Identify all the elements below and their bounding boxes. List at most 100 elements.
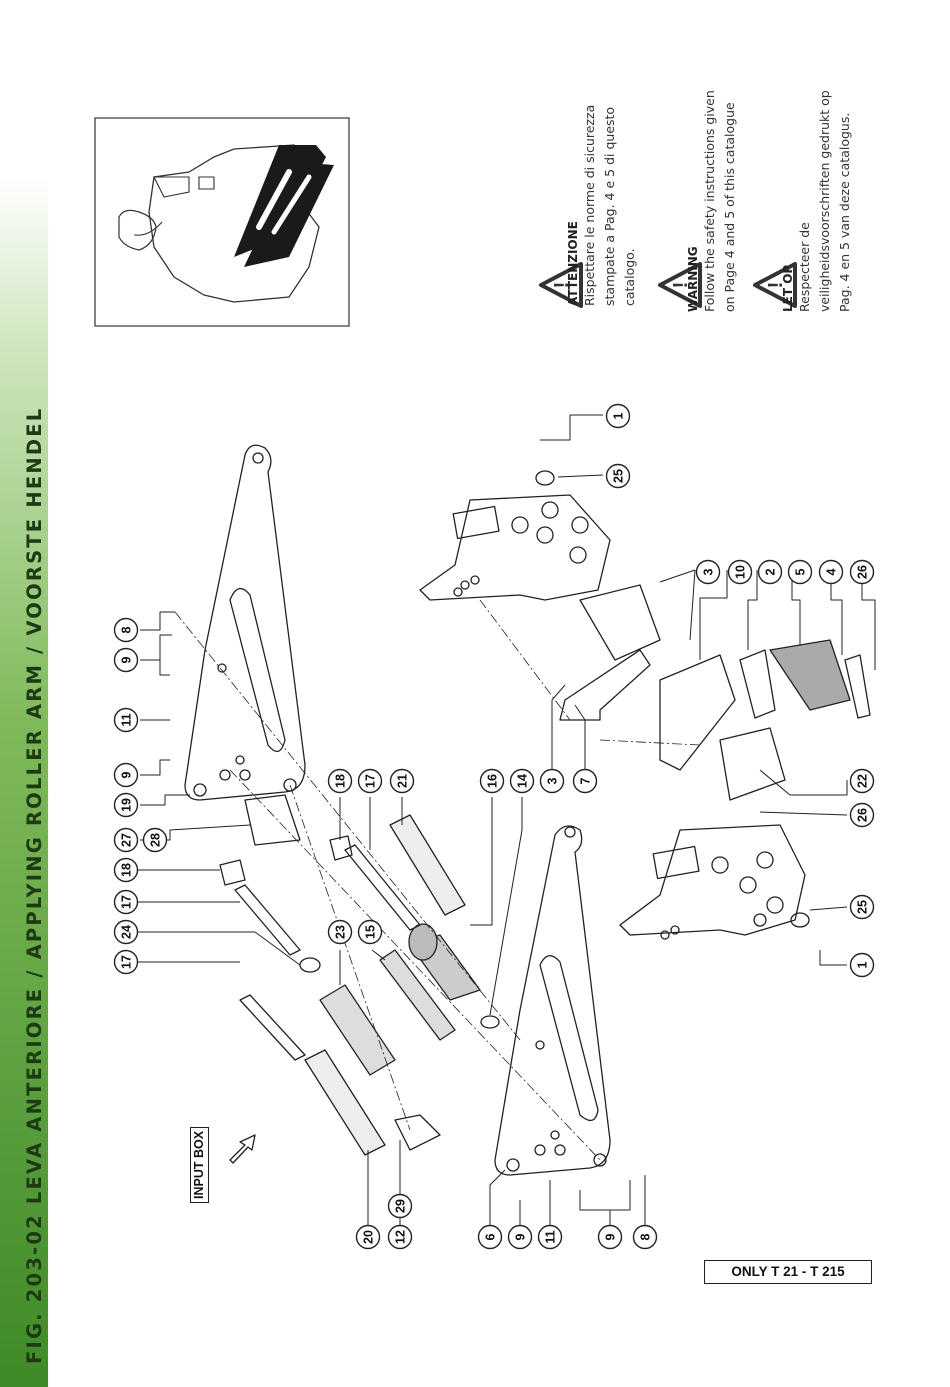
callout-number: 27 [120,833,134,847]
spring-roller-part-23 [319,984,396,1076]
bracket-part-28 [244,794,301,846]
callout-c7: 7 [572,768,598,794]
bracket-part-10 [659,654,736,771]
input-box-label: INPUT BOX [190,1126,209,1203]
callout-c2: 2 [757,559,783,585]
callout-c17c: 17 [113,949,139,975]
callout-number: 11 [120,713,134,726]
callout-circle [355,1224,381,1250]
callout-number: 7 [579,777,593,784]
callout-c26b: 26 [849,802,875,828]
lower-arm-part [494,825,611,1176]
callout-number: 25 [856,900,870,914]
callout-c8b: 8 [632,1224,658,1250]
callout-c27: 27 [113,827,139,853]
callout-c23: 23 [327,919,353,945]
washer-part-25 [790,912,810,928]
callout-number: 19 [120,798,134,812]
callout-number: 18 [120,863,134,877]
callout-circle [142,827,168,853]
callout-number: 12 [394,1230,408,1244]
guard-part-22 [719,727,786,801]
callout-c18b: 18 [113,857,139,883]
callout-circle [327,768,353,794]
callout-c17b: 17 [113,889,139,915]
callout-c9d: 9 [597,1224,623,1250]
callout-circle [849,952,875,978]
washer-part-25 [535,470,555,486]
spring-part-18 [219,859,246,886]
callout-number: 22 [856,774,870,788]
callout-c26a: 26 [849,559,875,585]
callout-c9c: 9 [507,1224,533,1250]
callout-c25_top: 25 [605,463,631,489]
warning-icon: ! [753,262,797,308]
callout-number: 25 [612,469,626,483]
bracket-part-7 [559,649,651,721]
callout-c18a: 18 [327,768,353,794]
washer-part-24 [299,957,321,973]
callout-c4: 4 [818,559,844,585]
callout-c20: 20 [355,1224,381,1250]
callout-circle [632,1224,658,1250]
callout-number: 1 [856,961,870,968]
callout-c14: 14 [509,768,535,794]
callout-number: 29 [394,1199,408,1213]
callout-circle [479,768,505,794]
callout-circle [327,919,353,945]
callout-c16: 16 [479,768,505,794]
callout-number: 17 [120,895,134,909]
callout-circle [357,919,383,945]
callout-c9b: 9 [113,762,139,788]
callout-circle [113,707,139,733]
callout-circle [757,559,783,585]
callout-number: 2 [764,568,778,575]
callout-circle [727,559,753,585]
callout-circle [113,857,139,883]
callout-circle [605,463,631,489]
svg-text:!: ! [765,282,787,289]
callout-circle [113,889,139,915]
callout-number: 14 [516,774,530,788]
callout-number: 9 [604,1233,618,1240]
callout-circle [818,559,844,585]
callout-circle [387,1224,413,1250]
title-band [0,175,48,1387]
callout-c10: 10 [727,559,753,585]
callout-number: 17 [120,955,134,969]
callout-c17a: 17 [357,768,383,794]
callout-circle [477,1224,503,1250]
callout-c1_top: 1 [605,403,631,429]
callout-c19: 19 [113,792,139,818]
callout-circle [389,768,415,794]
callout-c21: 21 [389,768,415,794]
callout-c5: 5 [787,559,813,585]
sleeve-part-20 [304,1049,386,1156]
callout-c24: 24 [113,919,139,945]
callout-number: 26 [856,565,870,579]
callout-number: 3 [702,568,716,575]
callout-number: 8 [639,1233,653,1240]
warning-icon: ! [658,262,702,308]
washer-part-14 [480,1015,500,1029]
model-note: ONLY T 21 - T 215 [704,1260,872,1284]
upper-arm-part [184,444,306,801]
callout-c3b: 3 [539,768,565,794]
callout-circle [507,1224,533,1250]
callout-number: 6 [484,1233,498,1240]
callout-circle [605,403,631,429]
callout-c9a: 9 [113,647,139,673]
callout-circle [849,559,875,585]
callout-number: 4 [825,568,839,575]
callout-c15: 15 [357,919,383,945]
callout-number: 8 [120,626,134,633]
callout-number: 26 [856,808,870,822]
callout-circle [113,949,139,975]
roller-part-16 [408,923,481,1001]
callout-circle [113,617,139,643]
shaft-part-17 [234,884,301,956]
callout-number: 10 [734,565,748,579]
callout-number: 11 [544,1230,558,1243]
